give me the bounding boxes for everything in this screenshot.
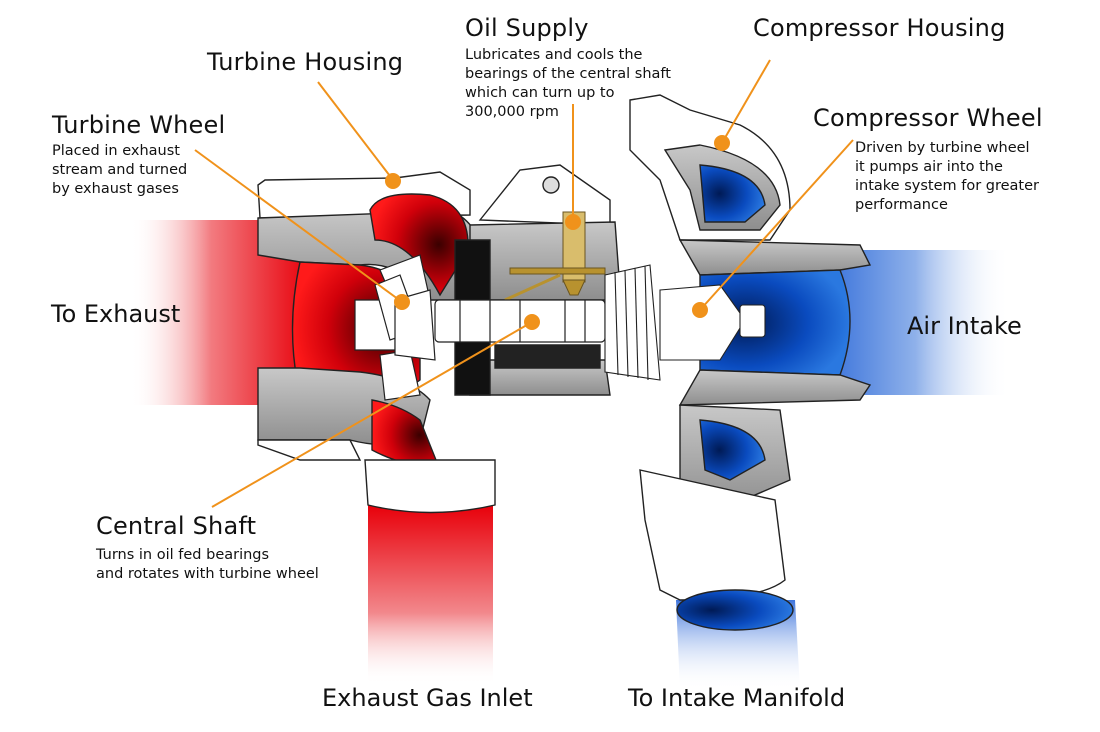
air-intake-label: Air Intake: [907, 312, 1022, 340]
turbine-wheel-title: Turbine Wheel: [52, 111, 226, 139]
center-housing-shape: [454, 164, 621, 396]
compressor-housing-dot: [714, 135, 730, 151]
to-exhaust-label: To Exhaust: [51, 300, 181, 328]
oil-supply-description: Lubricates and cools the bearings of the…: [465, 47, 671, 120]
turbine-housing-title: Turbine Housing: [207, 48, 404, 76]
turbine-wheel-dot: [394, 294, 410, 310]
central-shaft-description: Turns in oil fed bearings and rotates wi…: [96, 547, 319, 582]
compressor-wheel-title: Compressor Wheel: [813, 104, 1043, 132]
turbine-housing-dot: [385, 173, 401, 189]
exhaust-gas-inlet-label: Exhaust Gas Inlet: [322, 684, 533, 712]
compressor-wheel-shape: [604, 264, 766, 381]
exhaust-inlet-band: [368, 505, 493, 685]
compressor-housing-title: Compressor Housing: [753, 14, 1006, 42]
oil-supply-dot: [565, 214, 581, 230]
central-shaft-dot: [524, 314, 540, 330]
central-shaft-title: Central Shaft: [96, 512, 257, 540]
turbine-wheel-description: Placed in exhaust stream and turned by e…: [52, 143, 188, 197]
compressor-wheel-dot: [692, 302, 708, 318]
leader-lines: [194, 59, 854, 508]
oil-supply-title: Oil Supply: [465, 14, 589, 42]
central-shaft-shape: [434, 299, 606, 343]
compressor-housing-shape: [629, 94, 872, 631]
to-intake-manifold-label: To Intake Manifold: [628, 684, 846, 712]
compressor-wheel-description: Driven by turbine wheel it pumps air int…: [855, 140, 1039, 213]
oil-channel: [504, 211, 606, 302]
